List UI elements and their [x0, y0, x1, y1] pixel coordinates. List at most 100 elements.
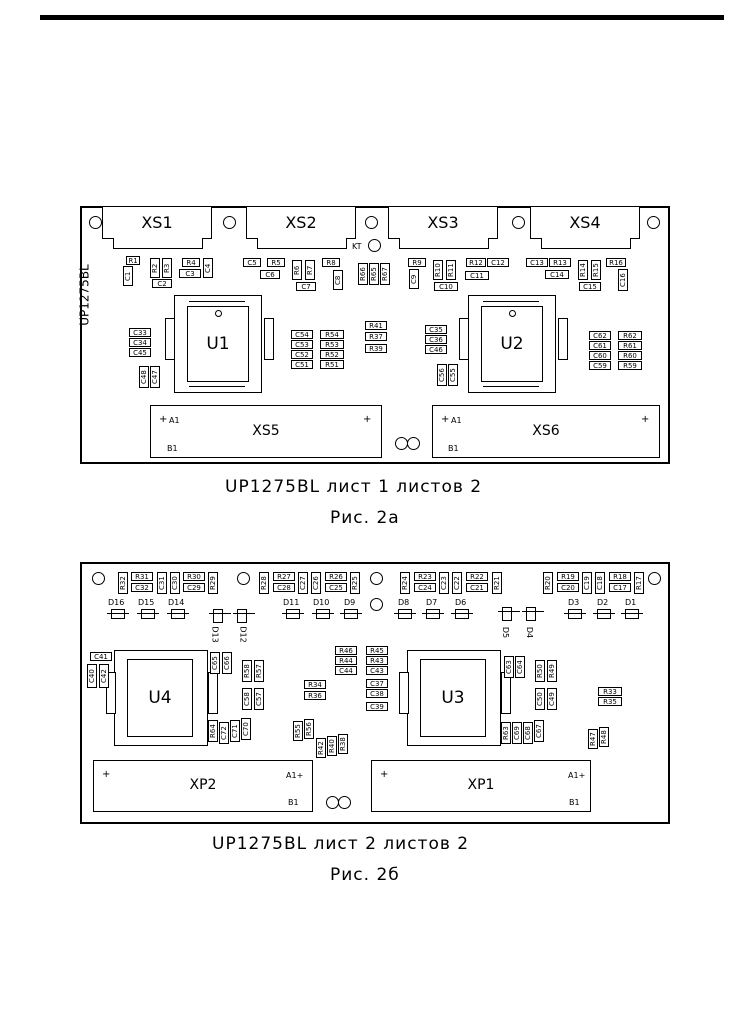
resistor-r52: R52 [320, 350, 344, 359]
capacitor-c42: C42 [99, 664, 109, 688]
capacitor-c34: C34 [129, 338, 151, 347]
capacitor-c29: C29 [183, 583, 205, 592]
resistor-r9: R9 [408, 258, 426, 267]
resistor-r56: R56 [304, 719, 314, 739]
caption-a-line1: UP1275BL лист 1 листов 2 [225, 477, 483, 497]
capacitor-c14: C14 [545, 270, 569, 279]
diode-d7-label: D7 [426, 598, 438, 607]
capacitor-c5: C5 [243, 258, 261, 267]
diode-d7 [422, 609, 444, 619]
chip-u4: U4 [127, 659, 193, 737]
resistor-r32: R32 [118, 572, 128, 594]
diode-d8-label: D8 [398, 598, 410, 607]
resistor-r14: R14 [578, 260, 588, 280]
capacitor-c26: C26 [311, 572, 321, 594]
resistor-r11: R11 [446, 260, 456, 280]
resistor-r53: R53 [320, 340, 344, 349]
capacitor-c41: C41 [90, 652, 112, 661]
resistor-r62: R62 [618, 331, 642, 340]
capacitor-c15: C15 [579, 282, 601, 291]
diode-d15 [137, 609, 159, 619]
diode-d14 [167, 609, 189, 619]
resistor-r33: R33 [598, 687, 622, 696]
capacitor-c2: C2 [152, 279, 172, 288]
chip-u1-frame: U1 [174, 295, 262, 393]
resistor-r50: R50 [535, 660, 545, 682]
diode-d6 [451, 609, 473, 619]
mount-hole [370, 572, 383, 585]
capacitor-c10: C10 [434, 282, 458, 291]
resistor-r58: R58 [242, 660, 252, 682]
capacitor-c40: C40 [87, 664, 97, 688]
xs5-pin-b1: B1 [167, 444, 178, 453]
capacitor-c7: C7 [296, 282, 316, 291]
diode-d9-label: D9 [344, 598, 356, 607]
capacitor-c57: C57 [254, 688, 264, 710]
capacitor-c19: C19 [582, 572, 592, 594]
capacitor-c58: C58 [242, 688, 252, 710]
resistor-r37: R37 [365, 332, 387, 341]
board-side-label: UP1275BL [77, 264, 92, 326]
caption-a-line2: Рис. 2а [330, 508, 400, 528]
capacitor-c50: C50 [535, 688, 545, 710]
capacitor-c71: C71 [230, 720, 240, 742]
caption-b-line1: UP1275BL лист 2 листов 2 [212, 834, 470, 854]
capacitor-c21: C21 [466, 583, 488, 592]
chip-u3-frame: U3 [407, 650, 501, 746]
resistor-r17: R17 [634, 572, 644, 594]
resistor-r28: R28 [259, 572, 269, 594]
resistor-r23: R23 [414, 572, 436, 581]
xs6-pin-b1: B1 [448, 444, 459, 453]
capacitor-c69: C69 [512, 722, 522, 744]
resistor-r66: R66 [358, 263, 368, 285]
resistor-r24: R24 [400, 572, 410, 594]
capacitor-c49: C49 [547, 688, 557, 710]
resistor-r6: R6 [292, 260, 302, 280]
caption-b-line2: Рис. 2б [330, 865, 400, 885]
resistor-r16: R16 [606, 258, 626, 267]
capacitor-c62: C62 [589, 331, 611, 340]
resistor-r5: R5 [267, 258, 285, 267]
capacitor-c38: C38 [366, 689, 388, 698]
capacitor-c65: C65 [210, 652, 220, 674]
resistor-r25: R25 [350, 572, 360, 594]
mount-hole [237, 572, 250, 585]
chip-u2: U2 [481, 306, 543, 382]
mount-hole [365, 216, 378, 229]
capacitor-c8: C8 [333, 270, 343, 290]
capacitor-c23: C23 [439, 572, 449, 594]
capacitor-c18: C18 [595, 572, 605, 594]
diode-d4-label: D4 [525, 626, 535, 639]
diode-d6-label: D6 [455, 598, 467, 607]
mount-hole [92, 572, 105, 585]
chip-u2-frame: U2 [468, 295, 556, 393]
mount-hole [648, 572, 661, 585]
capacitor-c45: C45 [129, 348, 151, 357]
resistor-r40: R40 [327, 736, 337, 756]
connector-xs1: XS1 [102, 206, 212, 249]
capacitor-c37: C37 [366, 679, 388, 688]
diode-d11 [282, 609, 304, 619]
diode-d16-label: D16 [108, 598, 125, 607]
resistor-r13: R13 [549, 258, 571, 267]
connector-xp2: + A1+ XP2 [93, 760, 313, 812]
chip-u1: U1 [187, 306, 249, 382]
diode-d2-label: D2 [597, 598, 609, 607]
resistor-r7: R7 [305, 260, 315, 280]
capacitor-c68: C68 [523, 722, 533, 744]
capacitor-c13: C13 [526, 258, 548, 267]
chip-u3: U3 [420, 659, 486, 737]
resistor-r59: R59 [618, 361, 642, 370]
ring-mark [338, 796, 351, 809]
diode-d5-label: D5 [501, 626, 511, 639]
capacitor-c17: C17 [609, 583, 631, 592]
pad [106, 672, 116, 714]
resistor-r49: R49 [547, 660, 557, 682]
diode-d9 [340, 609, 362, 619]
resistor-r20: R20 [543, 572, 553, 594]
resistor-r30: R30 [183, 572, 205, 581]
diode-d13 [209, 609, 231, 623]
mount-hole [647, 216, 660, 229]
resistor-r39: R39 [365, 344, 387, 353]
capacitor-c36: C36 [425, 335, 447, 344]
